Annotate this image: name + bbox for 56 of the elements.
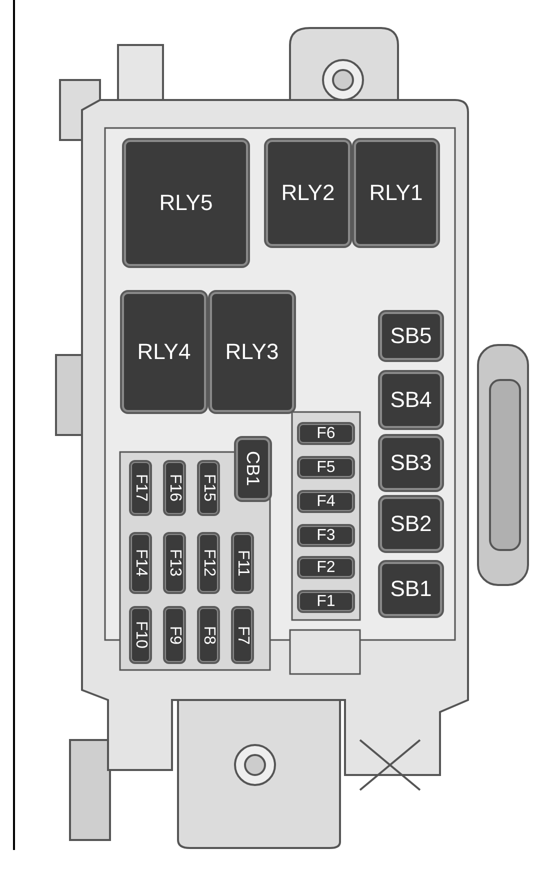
component-label: F1	[316, 594, 336, 610]
fuse-block	[380, 497, 442, 551]
relay-block	[124, 140, 248, 266]
fuse	[131, 608, 150, 662]
component-label: F17	[132, 474, 148, 502]
fuse	[199, 534, 218, 592]
component-label: F2	[316, 560, 336, 576]
fuse	[199, 462, 218, 514]
component-label: F8	[200, 626, 216, 644]
component-label: F14	[132, 549, 148, 577]
fuse	[299, 492, 353, 511]
component-label: SB3	[390, 452, 432, 474]
fuse	[299, 424, 353, 443]
component-label: F16	[166, 474, 182, 502]
component-label: CB1	[244, 451, 262, 486]
fuse	[165, 534, 184, 592]
component-label: RLY3	[225, 341, 279, 363]
component-label: F3	[316, 528, 336, 544]
fuse	[131, 534, 150, 592]
component-label: RLY5	[159, 192, 213, 214]
fuse	[199, 608, 218, 662]
relay-block	[122, 292, 206, 412]
fuse-block	[380, 312, 442, 360]
fuse-block	[380, 436, 442, 490]
component-label: F13	[166, 549, 182, 577]
component-label: F15	[200, 474, 216, 502]
component-label: RLY2	[281, 182, 335, 204]
component-label: RLY4	[137, 341, 191, 363]
relay-block	[266, 140, 350, 246]
fuse	[131, 462, 150, 514]
fuse	[165, 462, 184, 514]
component-label: F10	[132, 621, 148, 649]
fuse	[165, 608, 184, 662]
component-label: F9	[166, 626, 182, 644]
fuse-block	[380, 372, 442, 428]
circuit-breaker	[236, 438, 270, 500]
component-label: F12	[200, 549, 216, 577]
fuse	[299, 558, 353, 577]
fuse	[299, 592, 353, 611]
component-label: F7	[234, 626, 250, 644]
component-label: F6	[316, 426, 336, 442]
fuse-block	[380, 562, 442, 616]
fuse	[233, 534, 252, 592]
relay-block	[210, 292, 294, 412]
fuse	[233, 608, 252, 662]
relay-block	[354, 140, 438, 246]
component-label: F4	[316, 494, 336, 510]
component-label: SB2	[390, 513, 432, 535]
component-label: F11	[234, 550, 250, 576]
fuse	[299, 526, 353, 545]
component-label: SB5	[390, 325, 432, 347]
component-label: F5	[316, 460, 336, 476]
component-label: SB1	[390, 578, 432, 600]
component-label: SB4	[390, 389, 432, 411]
component-label: RLY1	[369, 182, 423, 204]
fuse	[299, 458, 353, 477]
